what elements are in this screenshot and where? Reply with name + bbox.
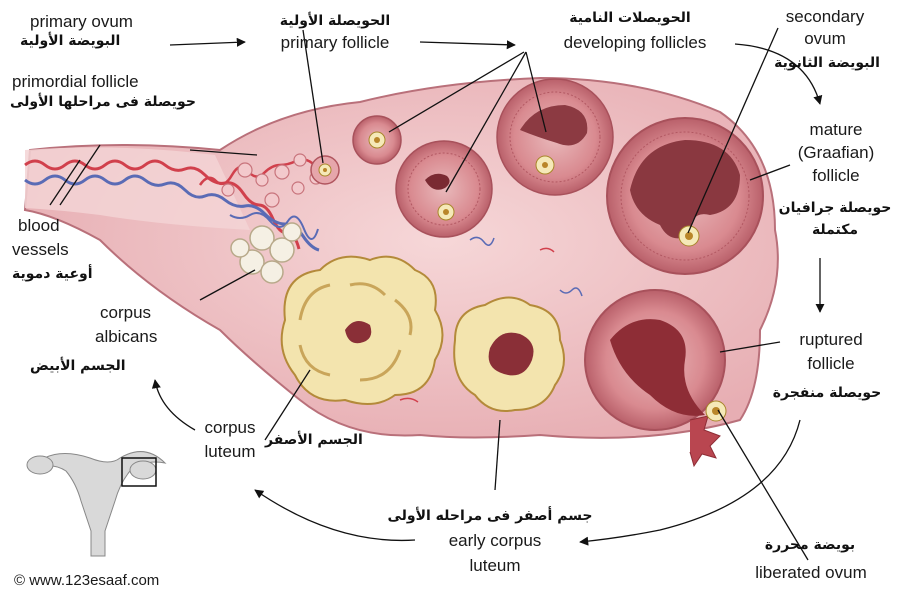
label-corpus-albicans-en-1: corpus [100, 303, 151, 322]
label-primordial-follicle-en: primordial follicle [12, 72, 139, 91]
label-blood-vessels-ar: أوعية دموية [12, 266, 93, 283]
label-primary-ovum-en: primary ovum [30, 12, 133, 31]
primary-follicle-large [353, 116, 401, 164]
uterus-icon [27, 452, 165, 556]
mature-graafian-follicle [607, 118, 763, 274]
label-ruptured-follicle-en-1: ruptured [776, 330, 886, 349]
label-mature-follicle-ar-1: حويصلة جرافيان [770, 200, 900, 217]
label-blood-vessels-en-1: blood [18, 216, 60, 235]
label-early-corpus-luteum-ar: جسم أصفر فى مراحله الأولى [360, 508, 620, 525]
label-developing-follicles-en: developing follicles [530, 33, 740, 52]
label-developing-follicles-ar: الحويصلات النامية [555, 10, 705, 27]
label-liberated-ovum-en: liberated ovum [726, 563, 896, 582]
label-primary-follicle-en: primary follicle [255, 33, 415, 52]
label-mature-follicle-en-3: follicle [786, 166, 886, 185]
label-primary-follicle-ar: الحويصلة الأولية [270, 13, 400, 30]
label-secondary-ovum-en-1: secondary [780, 7, 870, 26]
label-blood-vessels-en-2: vessels [12, 240, 69, 259]
label-secondary-ovum-ar: البويضة الثانوية [752, 55, 902, 72]
label-ruptured-follicle-en-2: follicle [776, 354, 886, 373]
label-ruptured-follicle-ar: حويصلة منفجرة [752, 385, 902, 402]
label-mature-follicle-en-2: (Graafian) [786, 143, 886, 162]
developing-follicle-1 [396, 141, 492, 237]
label-liberated-ovum-ar: بويضة محررة [750, 537, 870, 554]
primary-follicle [311, 156, 339, 184]
label-primordial-follicle-ar: حويصلة فى مراحلها الأولى [10, 94, 196, 111]
label-mature-follicle-en-1: mature [786, 120, 886, 139]
label-mature-follicle-ar-2: مكتملة [770, 222, 900, 239]
corpus-luteum [282, 257, 443, 404]
developing-follicle-2 [497, 79, 613, 195]
label-primary-ovum-ar: البويضة الأولية [20, 33, 120, 50]
label-secondary-ovum-en-2: ovum [780, 29, 870, 48]
label-early-corpus-luteum-en-1: early corpus [410, 531, 580, 550]
label-corpus-luteum-ar: الجسم الأصفر [265, 432, 363, 449]
copyright-text: © www.123esaaf.com [14, 572, 159, 589]
label-corpus-albicans-ar: الجسم الأبيض [30, 358, 126, 375]
ruptured-follicle [585, 290, 726, 466]
label-early-corpus-luteum-en-2: luteum [410, 556, 580, 575]
label-corpus-albicans-en-2: albicans [95, 327, 157, 346]
